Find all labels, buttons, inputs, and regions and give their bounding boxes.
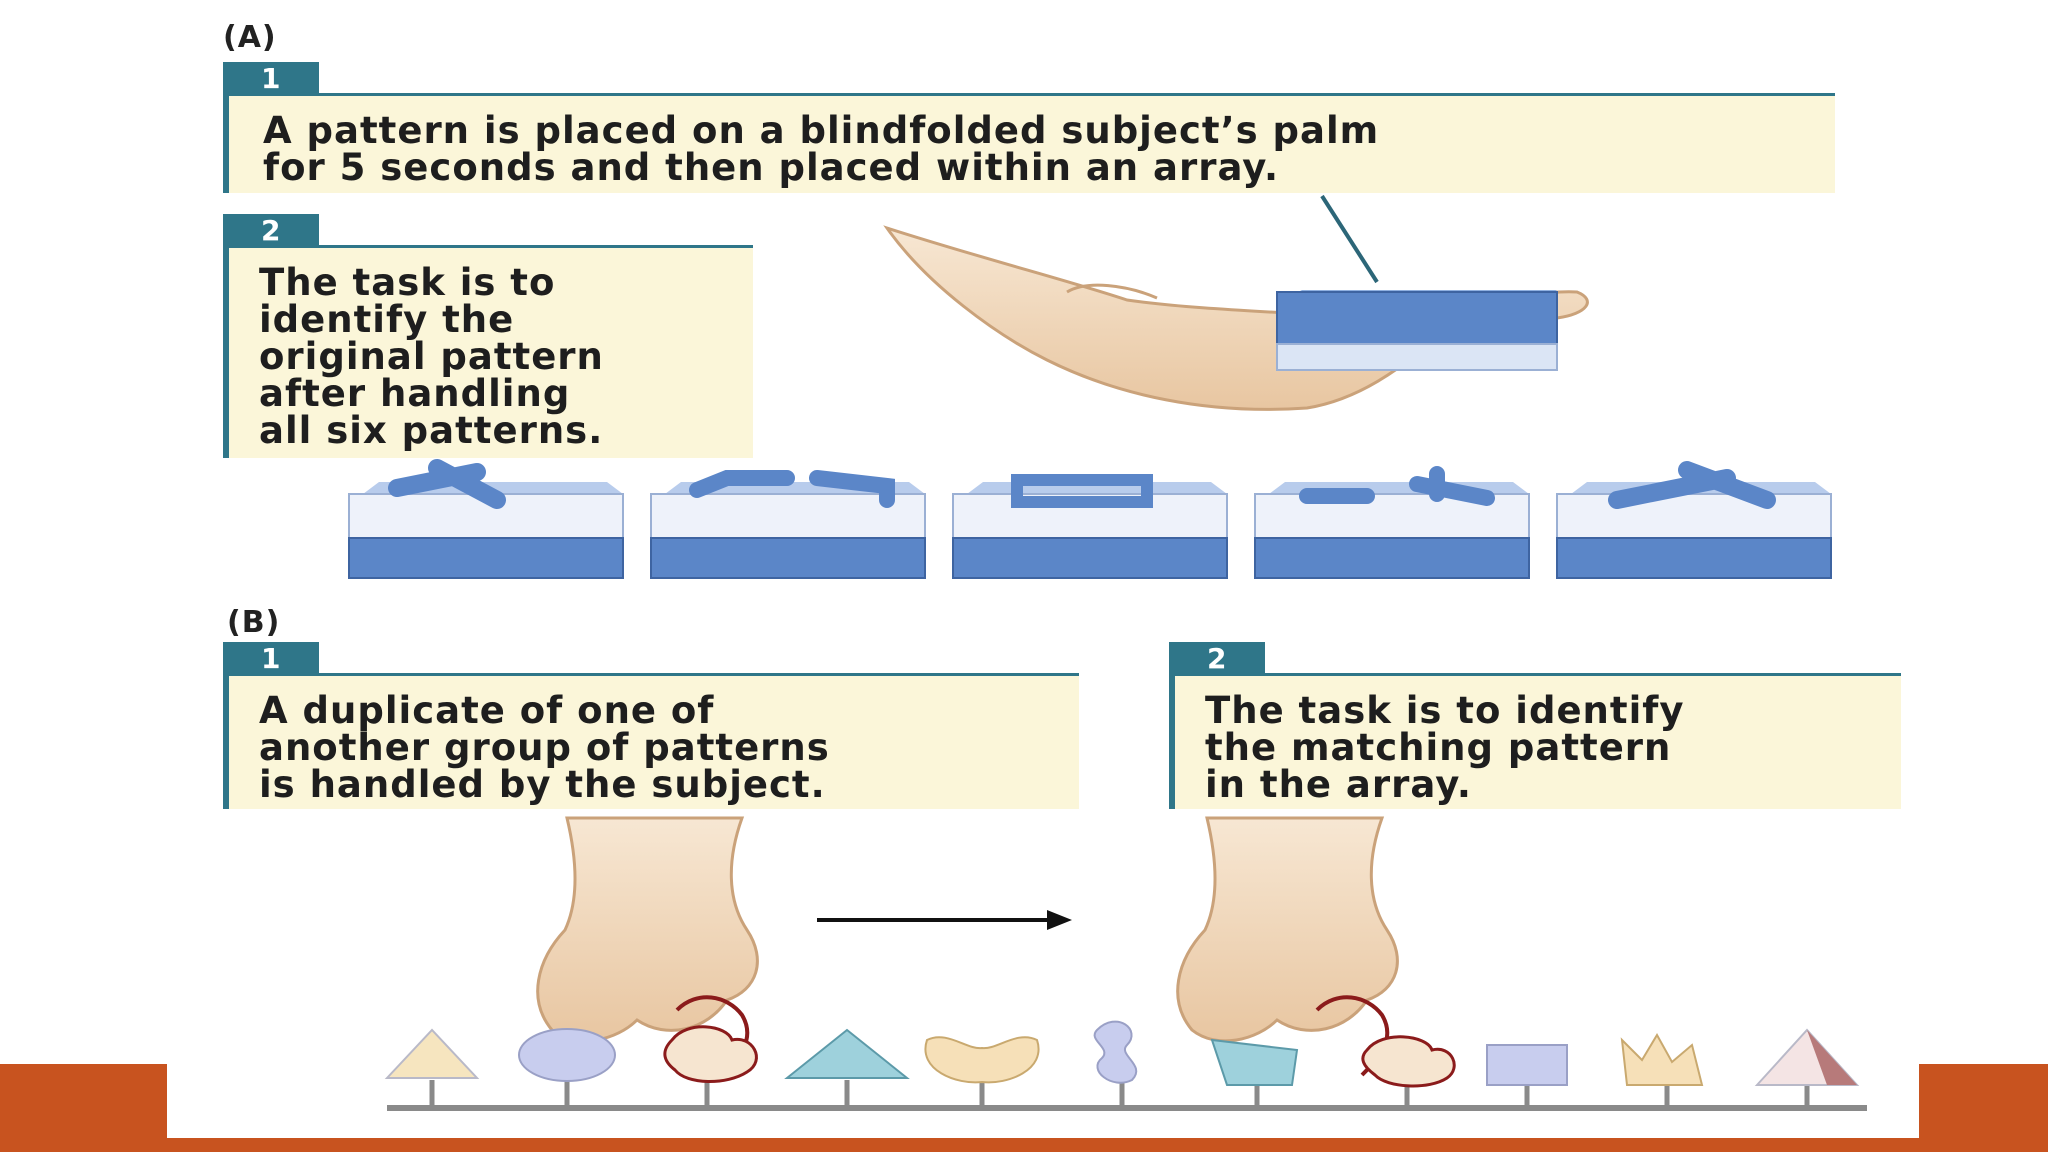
hand-holding-block-illustration [883, 194, 1589, 411]
hand-left-illustration [536, 816, 759, 1077]
shape-oval-lavender [518, 1028, 616, 1082]
shape-triangle-teal [784, 1028, 910, 1079]
pattern-block-3 [952, 474, 1228, 579]
shape-squiggle-lavender [1093, 1020, 1138, 1084]
shape-quad-teal [1210, 1038, 1299, 1086]
shape-blob-cream [663, 1025, 758, 1083]
pattern-block-array [348, 459, 1832, 579]
step-b2-number: 2 [1169, 642, 1265, 676]
shape-blob-cream-2 [1361, 1035, 1456, 1088]
hand-right-illustration [1176, 816, 1399, 1077]
step-b1-number: 1 [223, 642, 319, 676]
shape-triangle-cream [384, 1028, 480, 1079]
step-a2-number: 2 [223, 214, 319, 248]
pattern-block-4 [1254, 466, 1530, 579]
section-a-label: (A) [223, 20, 277, 55]
step-b2-text: The task is to identify the matching pat… [1169, 673, 1901, 809]
figure: (A) 1 A pattern is placed on a blindfold… [167, 0, 1919, 1138]
step-a1-text: A pattern is placed on a blindfolded sub… [223, 93, 1835, 193]
held-block-bottom [1276, 343, 1558, 371]
shape-pyramid-shadow [1807, 1030, 1857, 1085]
shape-zigzag-cream [1620, 1033, 1704, 1086]
right-arrow [817, 910, 1072, 930]
pattern-block-1 [348, 459, 624, 579]
pointer-line [1320, 194, 1379, 284]
held-block-top [1276, 291, 1558, 345]
shape-square-lavender [1486, 1044, 1568, 1086]
pattern-block-5 [1556, 461, 1832, 579]
pattern-block-2 [650, 470, 926, 579]
step-a1-number: 1 [223, 62, 319, 96]
shape-array-on-rods [384, 1020, 1867, 1111]
shape-kidney-cream [924, 1036, 1040, 1084]
step-a2-text: The task is to identify the original pat… [223, 245, 753, 458]
illustrations [348, 194, 1867, 1111]
section-b-label: (B) [227, 605, 281, 640]
step-b1-text: A duplicate of one of another group of p… [223, 673, 1079, 809]
